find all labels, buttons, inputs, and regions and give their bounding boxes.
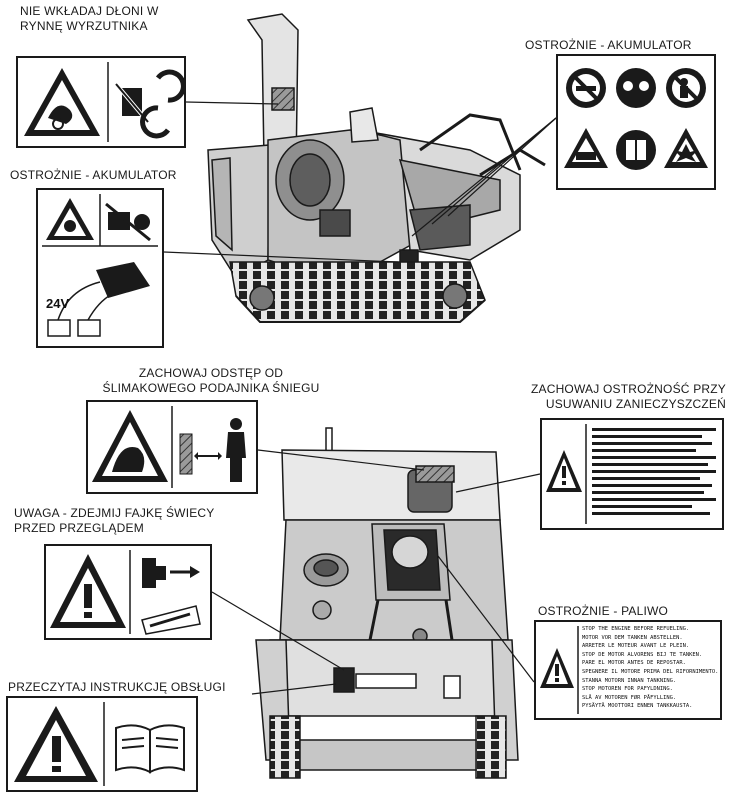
tools-icon [141, 605, 201, 635]
multilingual-text-block [592, 428, 716, 515]
read-manual-icon [616, 130, 656, 170]
fuel-text-line: SPEGNERE IL MOTORE PRIMA DEL RIFORNIMENT… [582, 668, 719, 675]
fuel-text-block: STOP THE ENGINE BEFORE REFUELING. MOTOR … [582, 625, 720, 711]
warning-triangle-icon [540, 648, 574, 688]
warning-triangle-icon [546, 450, 582, 492]
caption-auger-clearance: ZACHOWAJ ODSTĘP OD ŚLIMAKOWEGO PODAJNIKA… [102, 366, 320, 395]
no-battery-disconnect-icon [105, 202, 151, 242]
top-machine [207, 13, 546, 323]
caption-clog-removal: ZACHOWAJ OSTROŻNOŚĆ PRZY USUWANIU ZANIEC… [530, 382, 726, 411]
fire-warning-icon [46, 198, 94, 240]
warning-triangle-icon [14, 706, 98, 782]
fuel-text-line: PYSÄYTÄ MOOTTORI ENNEN TANKKAUSTA. [582, 703, 693, 710]
decal-spark-plug [44, 544, 212, 640]
eye-protection-icon [616, 68, 656, 108]
no-hand-icon [114, 69, 186, 139]
spark-plug-disconnect-icon [142, 558, 200, 588]
battery-voltage-label: 24V [46, 296, 70, 311]
fuel-text-line: ARRETER LE MOTEUR AVANT LE PLEIN. [582, 643, 690, 650]
decal-auger-clearance [86, 400, 258, 494]
fuel-text-line: STOP THE ENGINE BEFORE REFUELING. [582, 626, 690, 632]
decal-read-manual [6, 696, 198, 792]
decal-fuel-warning: STOP THE ENGINE BEFORE REFUELING. MOTOR … [534, 620, 722, 720]
fuel-text-line: STANNA MOTORN INNAN TANKNING. [582, 677, 677, 684]
explosion-warning-icon [664, 128, 708, 168]
caption-battery-top: OSTROŻNIE - AKUMULATOR [525, 38, 692, 52]
fuel-text-line: STOP DE MOTOR ALVORENS BIJ TE TANKEN. [582, 651, 703, 658]
caption-battery-left: OSTROŻNIE - AKUMULATOR [10, 168, 177, 182]
keep-distance-icon [179, 418, 246, 482]
warning-triangle-icon [50, 554, 126, 628]
decal-battery-top [556, 54, 716, 190]
fuel-text-line: SLÅ AV MOTOREN FØR PÅFYLLING. [582, 694, 677, 701]
acid-warning-icon [564, 128, 608, 168]
leader-lines-top [163, 101, 557, 263]
decal-clog-removal [540, 418, 724, 530]
no-smoking-icon [566, 68, 606, 108]
fuel-text-line: MOTOR VOR DEM TANKEN ABSTELLEN. [582, 634, 683, 641]
caption-chute-warning: NIE WKŁADAJ DŁONI W RYNNĘ WYRZUTNIKA [20, 4, 159, 33]
fuel-text-line: STOP MOTOREN FOR PAFYLDNING. [582, 686, 673, 693]
decal-chute-hand [16, 56, 186, 148]
auger-warning-icon [92, 410, 168, 482]
jump-start-icon [47, 262, 150, 337]
caption-read-manual: PRZECZYTAJ INSTRUKCJĘ OBSŁUGI [8, 680, 226, 694]
warning-triangle-icon [24, 68, 100, 136]
no-children-icon [666, 68, 706, 108]
decal-battery-left: 24V [36, 188, 164, 348]
open-book-icon [115, 724, 185, 774]
caption-spark-plug: UWAGA - ZDEJMIJ FAJKĘ ŚWIECY PRZED PRZEG… [14, 506, 215, 535]
caption-fuel-warning: OSTROŻNIE - PALIWO [538, 604, 669, 618]
fuel-text-line: PARE EL MOTOR ANTES DE REPOSTAR. [582, 660, 686, 667]
leader-lines-bottom [211, 449, 541, 695]
bottom-machine [255, 427, 519, 779]
